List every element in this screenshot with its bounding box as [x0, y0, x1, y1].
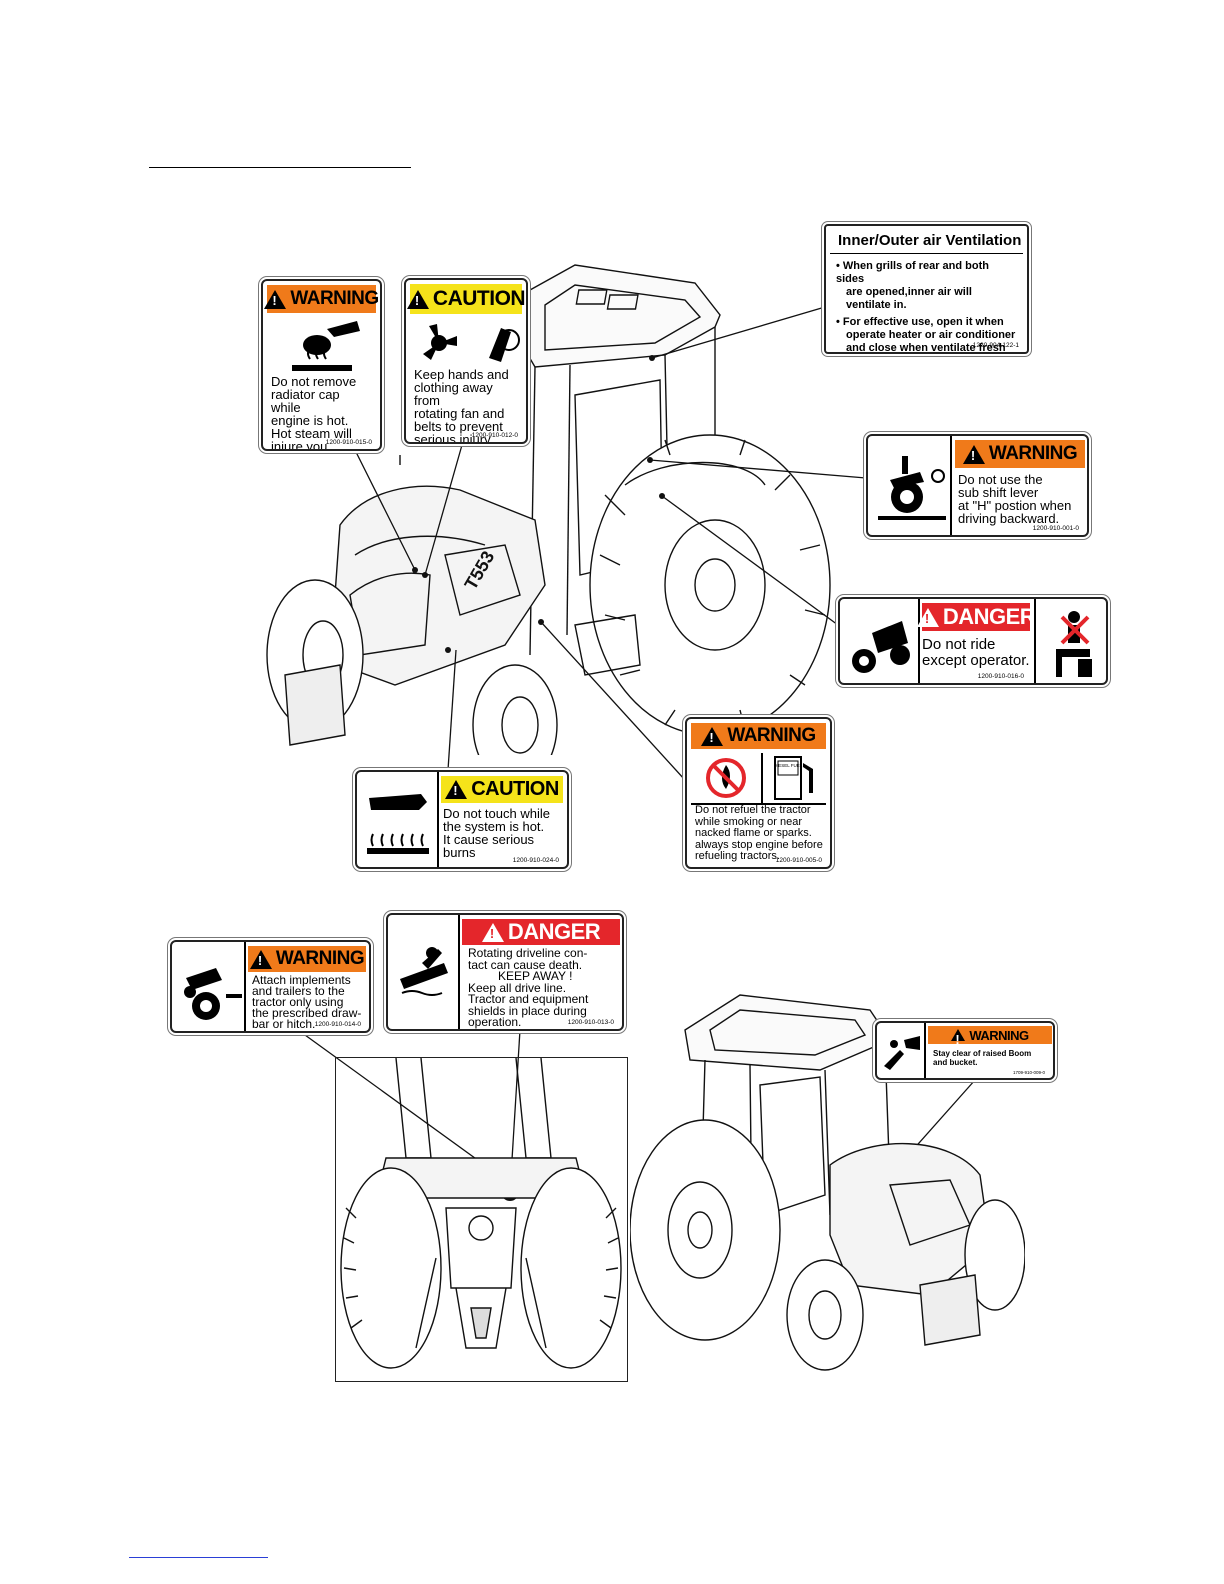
driveline-danger-label: DANGER Rotating driveline con- tact can …: [386, 913, 624, 1031]
top-rule: [149, 167, 411, 168]
tractor-rear-illustration: [340, 1057, 622, 1369]
warning-header: WARNING: [248, 946, 366, 972]
boom-warning-text: Stay clear of raised Boom and bucket.: [933, 1049, 1032, 1067]
driveline-entanglement-icon: [400, 947, 448, 996]
alert-triangle-icon: [916, 607, 939, 627]
fan-caution-label: CAUTION Keep hands and clothing away fro…: [404, 278, 528, 444]
boom-warning-label: WARNING Stay clear of raised Boom and bu…: [875, 1021, 1055, 1080]
tractor-side-illustration: [630, 994, 1025, 1371]
part-code: 1200-910-014-0: [314, 1021, 361, 1028]
ride-danger-label: DANGER Do not ride except operator. 1200…: [838, 597, 1108, 685]
danger-header: DANGER: [462, 919, 620, 945]
ride-danger-text: Do not ride except operator.: [922, 636, 1030, 669]
no-flame-icon: [706, 758, 746, 798]
part-code: 1200-910-024-0: [512, 857, 559, 864]
hot-surface-caution-label: CAUTION Do not touch while the system is…: [355, 770, 569, 869]
tractor-front-illustration: T553: [266, 264, 831, 755]
rear-view-panel: [335, 1057, 628, 1382]
ventilation-text: • When grills of rear and both sides are…: [836, 260, 1016, 354]
radiator-cap-steam-icon: [291, 321, 360, 371]
refuel-warning-text: Do not refuel the tractor while smoking …: [695, 804, 823, 862]
warning-header: WARNING: [928, 1026, 1052, 1047]
tractor-rollover-icon: [852, 621, 910, 673]
fan-hand-icon: [423, 324, 520, 362]
part-code: 1200-910-001-0: [1032, 525, 1079, 532]
radiator-warning-text: Do not remove radiator cap while engine …: [271, 374, 357, 451]
part-code: 1200-910-015-0: [325, 439, 372, 446]
hot-surface-hand-icon: [367, 794, 429, 854]
attach-warning-label: WARNING Attach implements and trailers t…: [170, 940, 371, 1033]
refuel-warning-label: WARNING DIESEL FUEL Do not refuel the tr…: [685, 717, 832, 869]
tractor-hitch-icon: [184, 968, 242, 1020]
part-code: 1200-910-005-0: [775, 857, 822, 864]
no-passenger-icon: [1056, 611, 1092, 677]
alert-triangle-icon: [445, 780, 468, 799]
caution-header: CAUTION: [441, 776, 563, 803]
danger-header: DANGER: [916, 603, 1036, 631]
subshift-warning-text: Do not use the sub shift lever at "H" po…: [958, 472, 1072, 526]
caution-header: CAUTION: [406, 284, 526, 314]
tractor-reverse-icon: [878, 456, 946, 520]
alert-triangle-icon: [481, 922, 504, 942]
ventilation-title: Inner/Outer air Ventilation: [830, 226, 1023, 254]
radiator-warning-label: WARNING Do not remove radiator cap while…: [261, 279, 382, 451]
ventilation-label: Inner/Outer air Ventilation • When grill…: [824, 224, 1029, 354]
warning-header: WARNING: [691, 723, 826, 749]
warning-header: WARNING: [264, 285, 379, 313]
footer-link-underline: [129, 1557, 268, 1558]
alert-triangle-icon: [962, 444, 985, 464]
attach-warning-text: Attach implements and trailers to the tr…: [252, 973, 362, 1031]
subshift-warning-label: WARNING Do not use the sub shift lever a…: [866, 434, 1089, 537]
alert-triangle-icon: [951, 1029, 966, 1047]
warning-header: WARNING: [955, 440, 1085, 468]
part-code: 1200-910-013-0: [567, 1019, 614, 1026]
pump-text: DIESEL FUEL: [774, 763, 803, 768]
alert-triangle-icon: [249, 949, 272, 969]
driveline-danger-text: Rotating driveline con- tact can cause d…: [468, 946, 589, 1029]
raised-boom-icon: [884, 1036, 920, 1070]
alert-triangle-icon: [406, 289, 429, 309]
part-code: 1200-910-016-0: [977, 673, 1024, 680]
alert-triangle-icon: [701, 726, 724, 746]
hot-surface-caution-text: Do not touch while the system is hot. It…: [443, 806, 550, 860]
alert-triangle-icon: [264, 289, 287, 309]
fuel-pump-icon: DIESEL FUEL: [774, 756, 813, 800]
part-code: 1220-904-122-1: [972, 342, 1019, 349]
part-code: 1200-910-012-0: [471, 432, 518, 439]
part-code: 1709-910-009-0: [1012, 1070, 1045, 1075]
fan-caution-text: Keep hands and clothing away from rotati…: [414, 367, 509, 444]
